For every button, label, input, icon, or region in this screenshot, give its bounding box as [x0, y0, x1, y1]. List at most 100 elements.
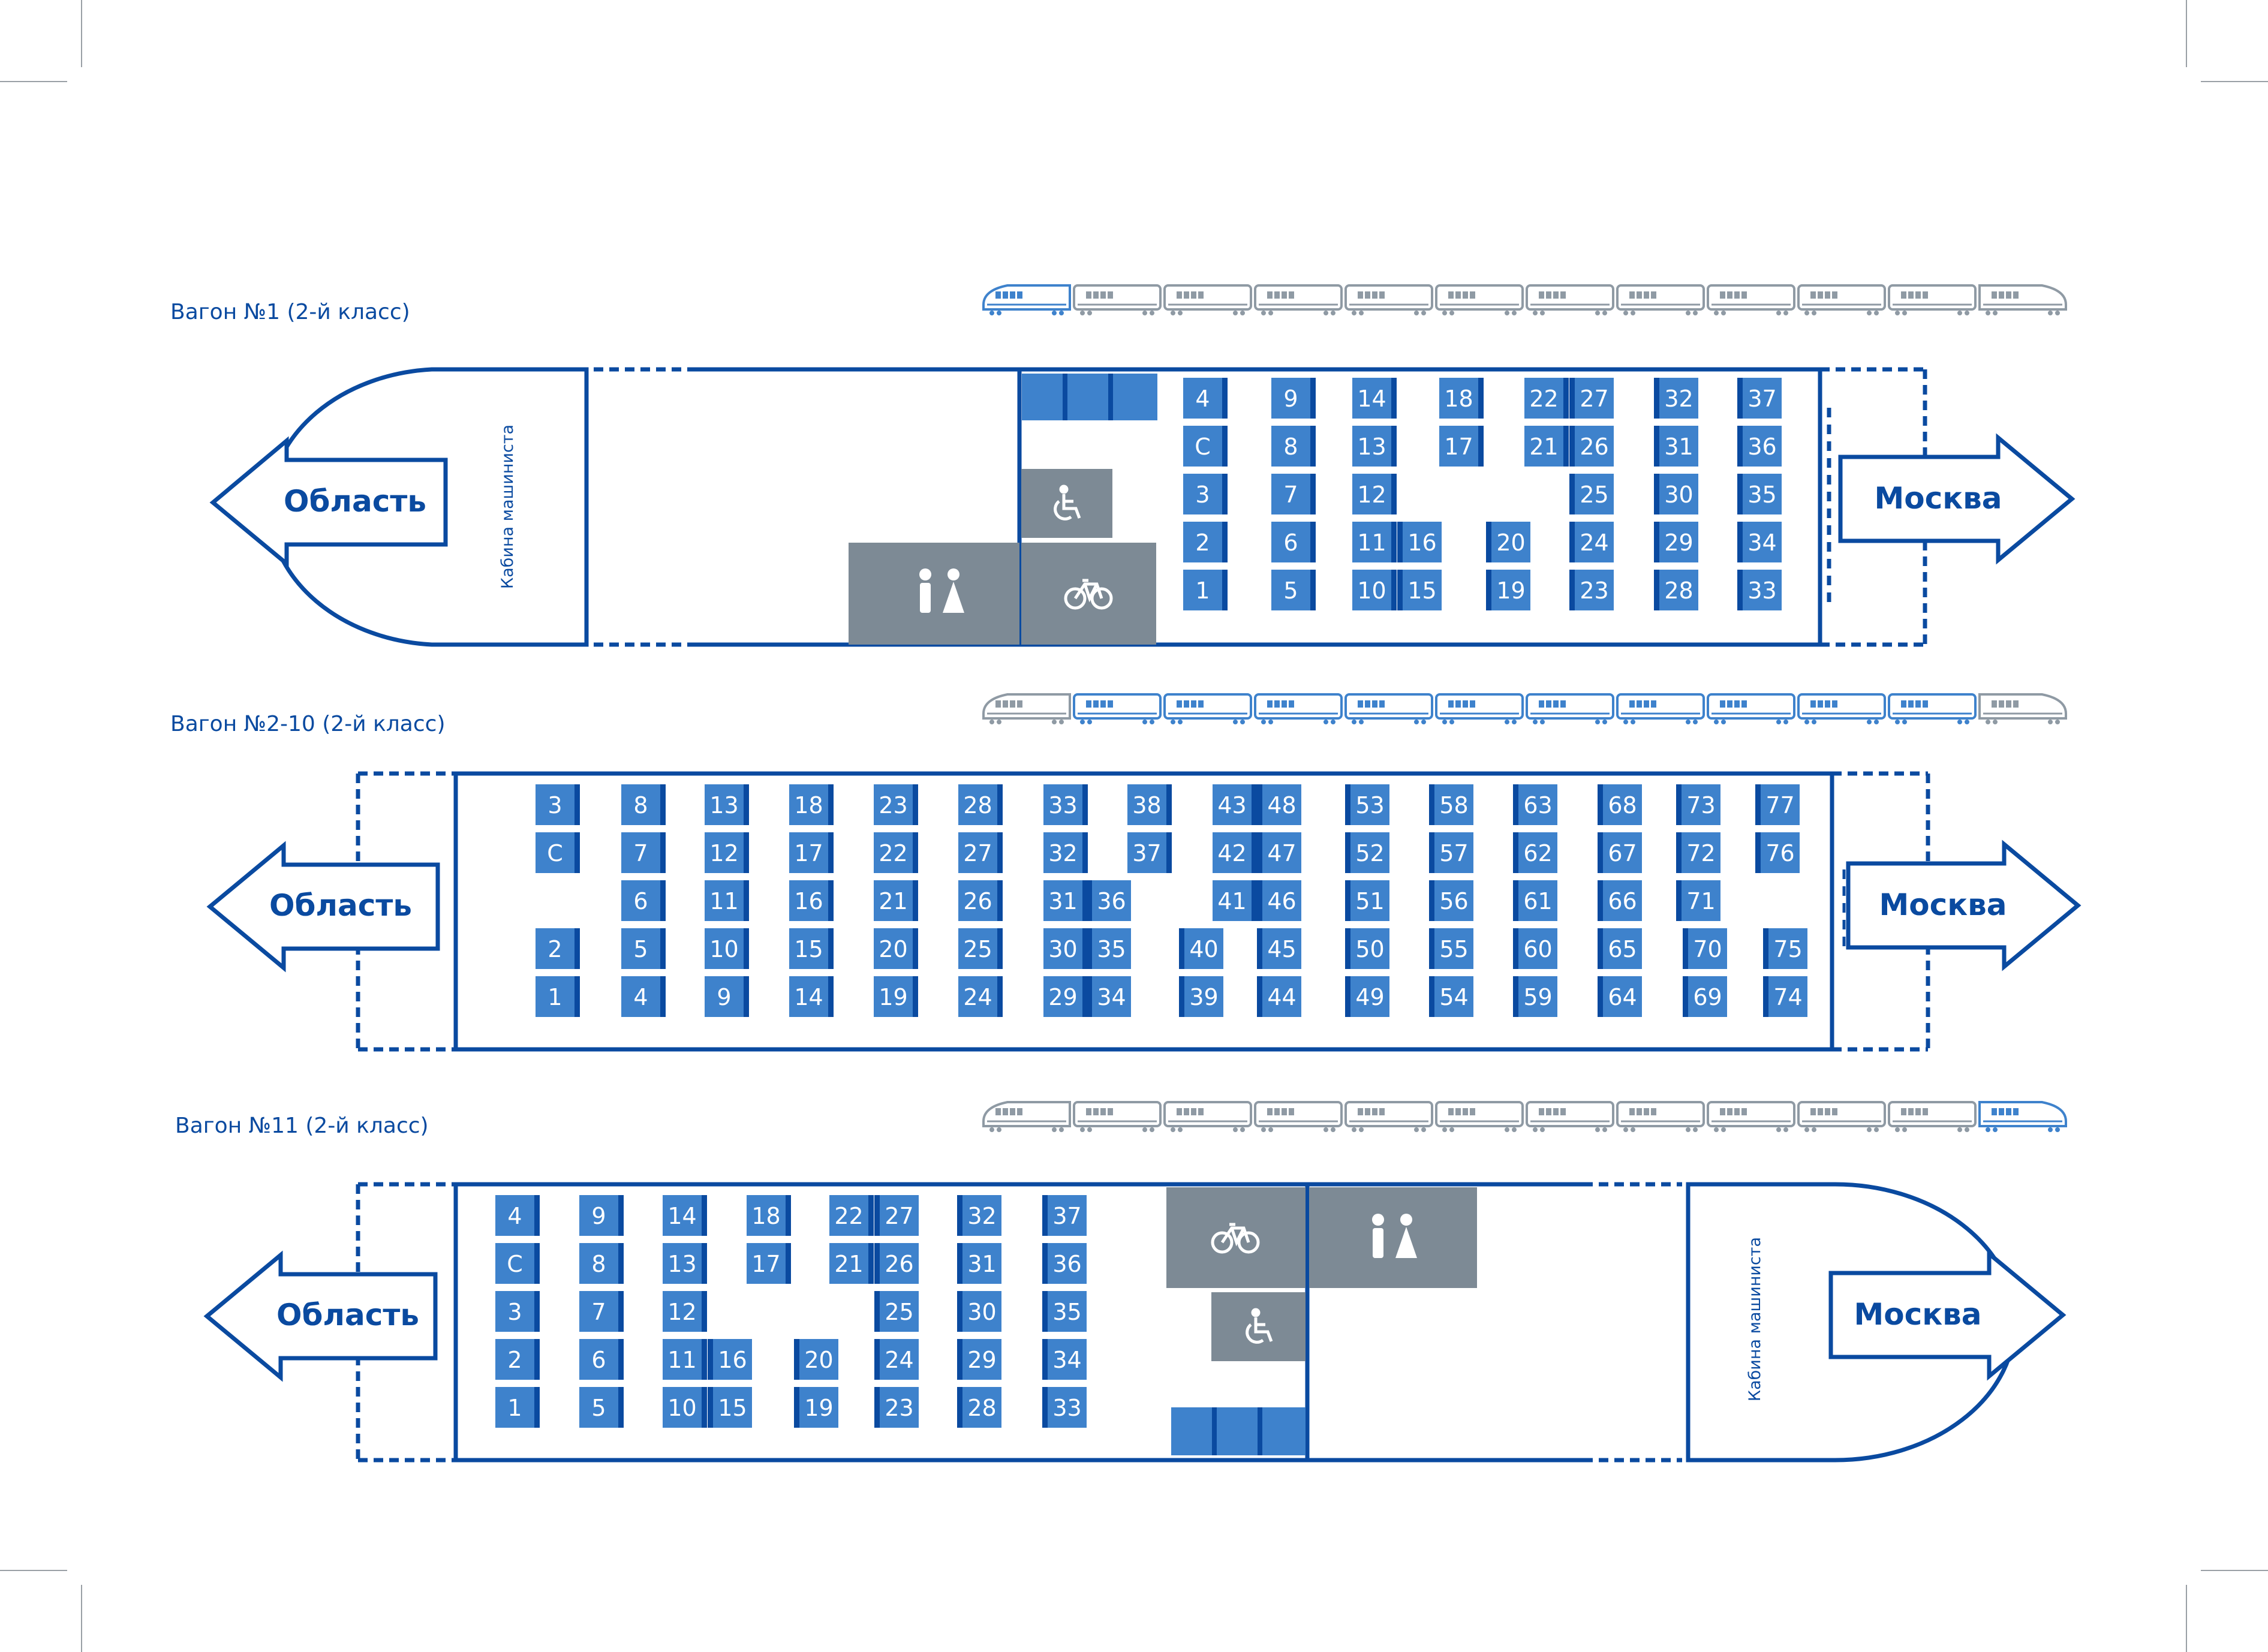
seat-27[interactable]: 27 [1569, 378, 1614, 419]
seat-25[interactable]: 25 [1569, 474, 1614, 514]
seat-28[interactable]: 28 [958, 784, 1003, 825]
seat-31[interactable]: 31 [1043, 880, 1088, 921]
seat-17[interactable]: 17 [747, 1243, 791, 1284]
seat-6[interactable]: 6 [579, 1339, 624, 1380]
seat-28[interactable]: 28 [957, 1387, 1001, 1428]
seat-15[interactable]: 15 [1397, 570, 1442, 610]
seat-2[interactable]: 2 [536, 928, 580, 969]
seat-30[interactable]: 30 [1654, 474, 1698, 514]
seat-25[interactable]: 25 [958, 928, 1003, 969]
seat-22[interactable]: 22 [1524, 378, 1569, 419]
seat-34[interactable]: 34 [1042, 1339, 1087, 1380]
seat-77[interactable]: 77 [1755, 784, 1800, 825]
seat-32[interactable]: 32 [1043, 832, 1088, 873]
seat-11[interactable]: 11 [705, 880, 749, 921]
seat-30[interactable]: 30 [957, 1291, 1001, 1332]
seat-28[interactable]: 28 [1654, 570, 1698, 610]
seat-25[interactable]: 25 [874, 1291, 919, 1332]
seat-9[interactable]: 9 [579, 1195, 624, 1236]
seat-20[interactable]: 20 [874, 928, 918, 969]
seat-69[interactable]: 69 [1683, 976, 1727, 1017]
seat-42[interactable]: 42 [1213, 832, 1257, 873]
seat-66[interactable]: 66 [1598, 880, 1642, 921]
seat-21[interactable]: 21 [1524, 426, 1569, 467]
seat-12[interactable]: 12 [705, 832, 749, 873]
seat-32[interactable]: 32 [957, 1195, 1001, 1236]
seat-19[interactable]: 19 [1486, 570, 1530, 610]
seat-20[interactable]: 20 [1486, 522, 1530, 562]
seat-19[interactable]: 19 [874, 976, 918, 1017]
seat-4[interactable]: 4 [495, 1195, 540, 1236]
seat-34[interactable]: 34 [1737, 522, 1782, 562]
seat-22[interactable]: 22 [829, 1195, 874, 1236]
seat-10[interactable]: 10 [705, 928, 749, 969]
seat-53[interactable]: 53 [1345, 784, 1389, 825]
seat-36[interactable]: 36 [1737, 426, 1782, 467]
seat-27[interactable]: 27 [958, 832, 1003, 873]
seat-6[interactable]: 6 [621, 880, 666, 921]
seat-17[interactable]: 17 [789, 832, 834, 873]
seat-76[interactable]: 76 [1755, 832, 1800, 873]
seat-14[interactable]: 14 [1352, 378, 1397, 419]
seat-36[interactable]: 36 [1087, 880, 1131, 921]
seat-60[interactable]: 60 [1513, 928, 1557, 969]
seat-30[interactable]: 30 [1043, 928, 1088, 969]
seat-9[interactable]: 9 [705, 976, 749, 1017]
seat-33[interactable]: 33 [1042, 1387, 1087, 1428]
seat-37[interactable]: 37 [1737, 378, 1782, 419]
seat-51[interactable]: 51 [1345, 880, 1389, 921]
seat-43[interactable]: 43 [1213, 784, 1257, 825]
seat-24[interactable]: 24 [958, 976, 1003, 1017]
seat-73[interactable]: 73 [1676, 784, 1720, 825]
seat-18[interactable]: 18 [1439, 378, 1484, 419]
seat-23[interactable]: 23 [874, 784, 918, 825]
seat-1[interactable]: 1 [536, 976, 580, 1017]
seat-48[interactable]: 48 [1257, 784, 1301, 825]
seat-31[interactable]: 31 [1654, 426, 1698, 467]
seat-49[interactable]: 49 [1345, 976, 1389, 1017]
seat-3[interactable]: 3 [1183, 474, 1228, 514]
seat-3[interactable]: 3 [536, 784, 580, 825]
seat-67[interactable]: 67 [1598, 832, 1642, 873]
seat-16[interactable]: 16 [1397, 522, 1442, 562]
seat-38[interactable]: 38 [1127, 784, 1172, 825]
seat-70[interactable]: 70 [1683, 928, 1727, 969]
seat-35[interactable]: 35 [1042, 1291, 1087, 1332]
seat-22[interactable]: 22 [874, 832, 918, 873]
seat-44[interactable]: 44 [1257, 976, 1301, 1017]
seat-23[interactable]: 23 [874, 1387, 919, 1428]
seat-4[interactable]: 4 [621, 976, 666, 1017]
seat-52[interactable]: 52 [1345, 832, 1389, 873]
seat-11[interactable]: 11 [1352, 522, 1397, 562]
seat-35[interactable]: 35 [1737, 474, 1782, 514]
seat-54[interactable]: 54 [1429, 976, 1473, 1017]
seat-7[interactable]: 7 [621, 832, 666, 873]
seat-13[interactable]: 13 [1352, 426, 1397, 467]
seat-15[interactable]: 15 [789, 928, 834, 969]
seat-65[interactable]: 65 [1598, 928, 1642, 969]
seat-31[interactable]: 31 [957, 1243, 1001, 1284]
seat-10[interactable]: 10 [663, 1387, 707, 1428]
seat-36[interactable]: 36 [1042, 1243, 1087, 1284]
seat-3[interactable]: 3 [495, 1291, 540, 1332]
seat-40[interactable]: 40 [1179, 928, 1223, 969]
seat-50[interactable]: 50 [1345, 928, 1389, 969]
seat-5[interactable]: 5 [1271, 570, 1316, 610]
seat-26[interactable]: 26 [1569, 426, 1614, 467]
seat-16[interactable]: 16 [708, 1339, 752, 1380]
seat-72[interactable]: 72 [1676, 832, 1720, 873]
seat-26[interactable]: 26 [958, 880, 1003, 921]
seat-35[interactable]: 35 [1087, 928, 1131, 969]
seat-41[interactable]: 41 [1213, 880, 1257, 921]
seat-9[interactable]: 9 [1271, 378, 1316, 419]
seat-75[interactable]: 75 [1763, 928, 1807, 969]
seat-8[interactable]: 8 [579, 1243, 624, 1284]
seat-8[interactable]: 8 [1271, 426, 1316, 467]
seat-24[interactable]: 24 [874, 1339, 919, 1380]
seat-61[interactable]: 61 [1513, 880, 1557, 921]
seat-13[interactable]: 13 [663, 1243, 707, 1284]
seat-2[interactable]: 2 [1183, 522, 1228, 562]
seat-10[interactable]: 10 [1352, 570, 1397, 610]
seat-64[interactable]: 64 [1598, 976, 1642, 1017]
seat-29[interactable]: 29 [1043, 976, 1088, 1017]
